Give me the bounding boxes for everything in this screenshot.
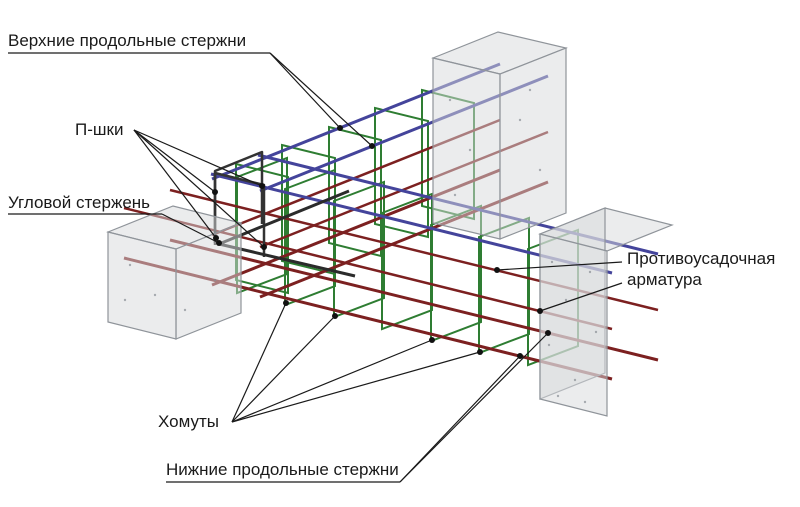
leader-lines <box>8 52 623 483</box>
label-anti-shrinkage-bars: Противоусадочная арматура <box>627 249 776 290</box>
leader <box>269 52 341 129</box>
leader <box>399 332 549 483</box>
concrete-stipple-texture <box>123 88 598 404</box>
stirrup <box>333 180 385 319</box>
leader <box>231 339 433 423</box>
leader <box>161 213 220 244</box>
stirrup <box>478 216 530 355</box>
leader <box>133 129 265 248</box>
concrete-left-block <box>106 205 243 340</box>
concrete-top-right-block <box>431 31 569 240</box>
leader <box>133 129 263 187</box>
leader <box>133 129 216 193</box>
concrete-face-cut <box>432 57 501 240</box>
concrete-face-side <box>539 233 608 417</box>
concrete-face-side <box>107 231 177 340</box>
concrete-face-side <box>499 47 567 240</box>
leader <box>399 355 521 483</box>
label-corner-bar: Угловой стержень <box>8 193 151 212</box>
leader <box>269 52 373 147</box>
leader <box>133 129 217 239</box>
leader <box>539 282 623 312</box>
leader <box>496 261 623 271</box>
leader <box>231 351 481 423</box>
label-stirrups: Хомуты <box>158 412 219 431</box>
label-bottom-longitudinal-bars: Нижние продольные стержни <box>166 460 399 479</box>
concrete-bottom-right-block <box>538 207 674 417</box>
leader <box>231 302 287 423</box>
label-top-longitudinal-bars: Верхние продольные стержни <box>8 31 247 50</box>
label-u-shaped-bars: П-шки <box>75 120 124 139</box>
leader-dots <box>212 125 551 359</box>
leader <box>231 315 336 423</box>
